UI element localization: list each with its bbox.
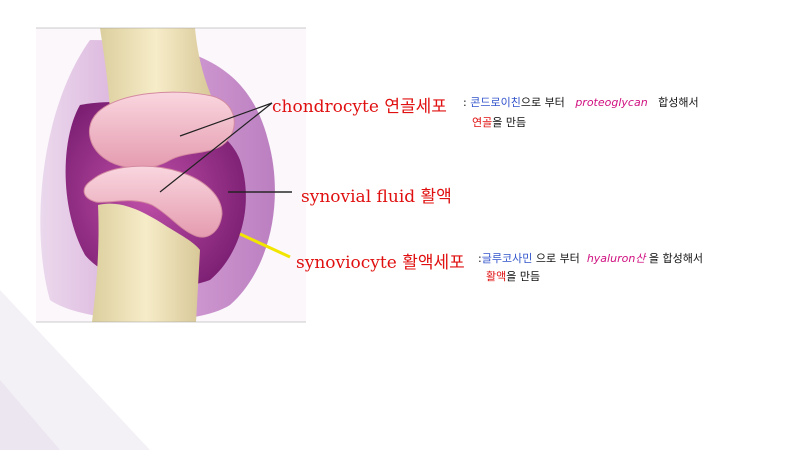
pointer-chondrocyte-lower [159,102,273,193]
label-synovial-fluid: synovial fluid 활액 [301,187,452,207]
note-chondrocyte-line2: 연골을 만듬 [472,116,527,129]
note-synoviocyte-line2: 활액을 만듬 [486,270,541,283]
note-synoviocyte-line1: :글루코사민 으로 부터 hyaluron산 을 합성해서 [478,252,704,265]
pointer-chondrocyte-upper [179,102,273,137]
upper-bone [100,28,212,110]
pointer-synoviocyte [239,232,291,259]
label-synoviocyte: synoviocyte 활액세포 [296,253,465,273]
lower-bone [92,203,200,322]
label-chondrocyte: chondrocyte 연골세포 [272,97,447,117]
lower-cartilage [83,165,223,238]
note-chondrocyte-line1: : 콘드로이친으로 부터 proteoglycan 합성해서 [463,96,699,109]
